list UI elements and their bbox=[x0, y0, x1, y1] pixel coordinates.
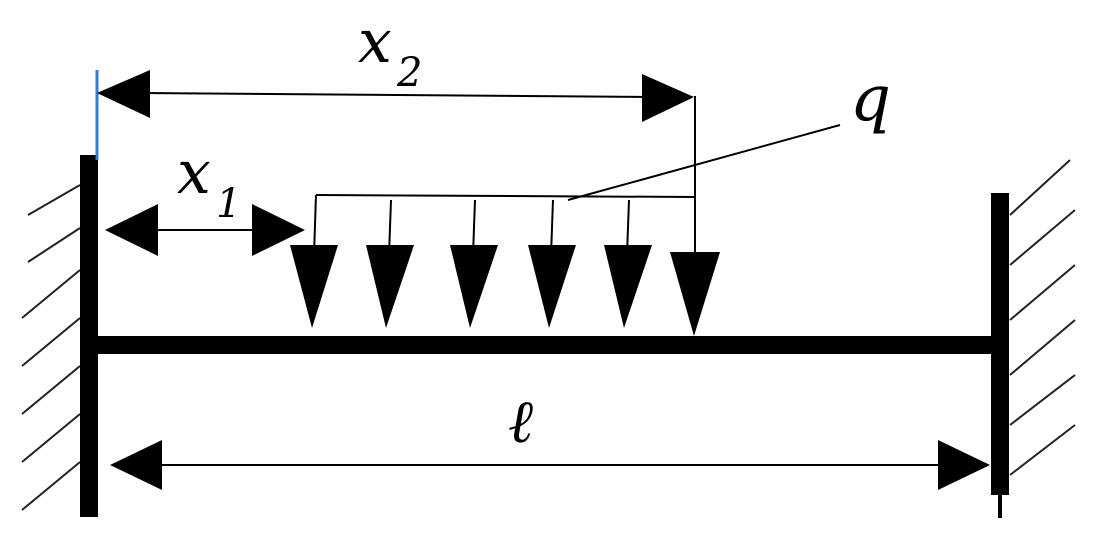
x1-label-subscript: 1 bbox=[216, 181, 241, 227]
left-fixed-support bbox=[21, 70, 99, 517]
left-wall-hatching bbox=[21, 184, 81, 511]
x1-label-base: x bbox=[177, 138, 211, 208]
load-arrow bbox=[366, 199, 414, 328]
length-arrowhead-left bbox=[110, 440, 162, 490]
load-arrows bbox=[290, 194, 720, 336]
x1-arrowhead-left bbox=[105, 204, 158, 256]
x1-dimension: x 1 bbox=[105, 138, 305, 256]
x1-label: x 1 bbox=[177, 138, 241, 227]
x2-label: x 2 bbox=[358, 7, 422, 96]
x2-dimension-line bbox=[139, 92, 651, 98]
load-arrow bbox=[670, 197, 720, 336]
right-fixed-support bbox=[991, 159, 1076, 518]
x2-arrowhead-left bbox=[97, 70, 150, 118]
length-arrowhead-right bbox=[938, 440, 990, 490]
beam bbox=[98, 336, 996, 354]
q-leader-line bbox=[567, 124, 841, 201]
q-label: q bbox=[850, 62, 891, 136]
load-arrow bbox=[528, 199, 576, 328]
load-arrow bbox=[450, 199, 498, 328]
x2-arrowhead-right bbox=[642, 74, 694, 122]
load-arrow bbox=[604, 199, 652, 328]
load-top-line bbox=[315, 194, 696, 198]
x2-label-subscript: 2 bbox=[396, 50, 422, 96]
x2-label-base: x bbox=[358, 7, 392, 77]
load-arrow bbox=[290, 194, 338, 328]
length-dimension: ℓ bbox=[110, 387, 990, 490]
distributed-load: q bbox=[290, 62, 891, 336]
x2-dimension: x 2 bbox=[97, 7, 696, 200]
right-wall-hatching bbox=[1009, 159, 1076, 476]
x1-arrowhead-right bbox=[252, 204, 305, 256]
length-label: ℓ bbox=[508, 387, 533, 457]
